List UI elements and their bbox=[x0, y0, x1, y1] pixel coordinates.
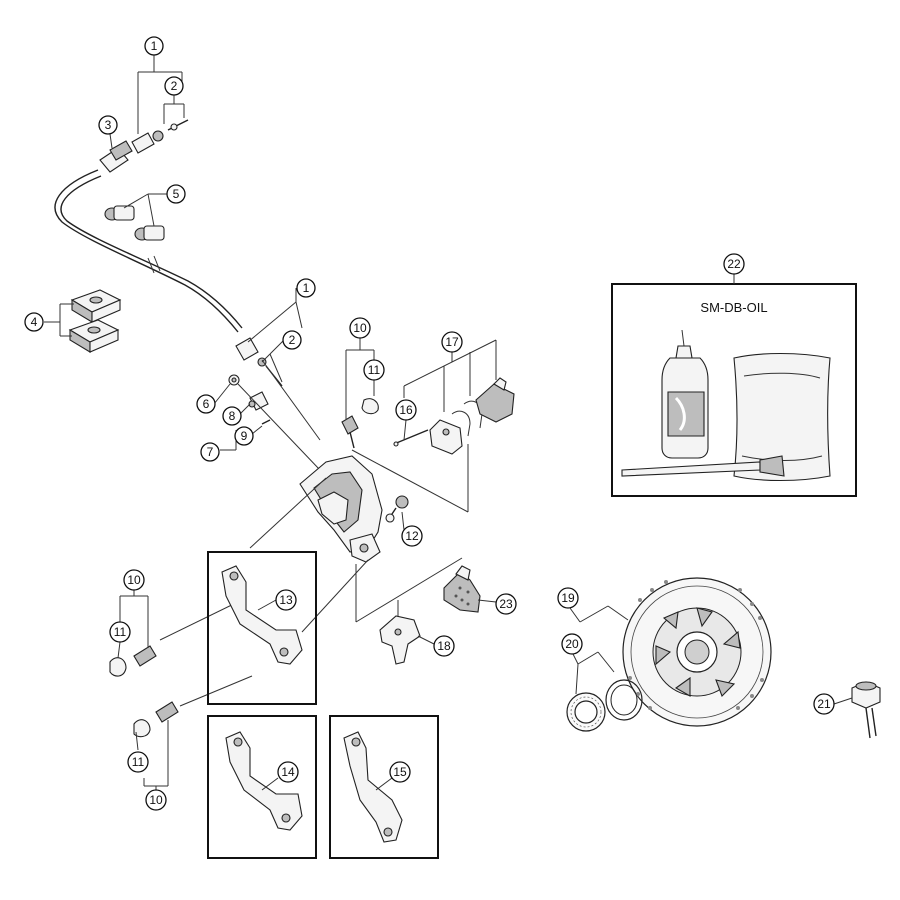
callout-11-left: 11 bbox=[109, 621, 131, 643]
callout-11-bottom: 11 bbox=[127, 751, 149, 773]
oil-bottle-icon bbox=[661, 329, 709, 459]
brake-caliper bbox=[299, 398, 409, 563]
hose-guide-part4 bbox=[68, 289, 122, 353]
svg-text:15: 15 bbox=[393, 765, 407, 779]
callout-9: 9 bbox=[234, 426, 254, 446]
svg-text:1: 1 bbox=[151, 39, 158, 53]
svg-text:5: 5 bbox=[173, 187, 180, 201]
mount-bolts-left bbox=[109, 645, 179, 738]
svg-text:6: 6 bbox=[203, 397, 210, 411]
callout-20: 20 bbox=[561, 633, 583, 655]
callout-5: 5 bbox=[166, 184, 186, 204]
callout-19: 19 bbox=[557, 587, 579, 609]
callout-11-top: 11 bbox=[363, 359, 385, 381]
hose-fittings-caliper bbox=[235, 337, 321, 441]
adapter-box-13 bbox=[207, 551, 317, 705]
svg-text:23: 23 bbox=[499, 597, 513, 611]
hose-clamp-part5 bbox=[104, 205, 165, 241]
callout-12: 12 bbox=[401, 525, 423, 547]
svg-text:8: 8 bbox=[229, 409, 236, 423]
callout-6: 6 bbox=[196, 394, 216, 414]
lockring-tool-part21 bbox=[851, 681, 881, 739]
callout-3: 3 bbox=[98, 115, 118, 135]
svg-text:4: 4 bbox=[31, 315, 38, 329]
mount-adapter-part15 bbox=[343, 731, 403, 843]
svg-text:9: 9 bbox=[241, 429, 248, 443]
callout-14: 14 bbox=[277, 761, 299, 783]
callout-1: 1 bbox=[144, 36, 164, 56]
svg-text:10: 10 bbox=[149, 793, 163, 807]
brake-hose bbox=[54, 169, 243, 333]
brake-rotor bbox=[622, 577, 772, 727]
adapter-box-14 bbox=[207, 715, 317, 859]
brake-pad-part23 bbox=[443, 565, 481, 613]
svg-text:19: 19 bbox=[561, 591, 575, 605]
brake-pads-set bbox=[393, 377, 515, 455]
callout-10-bottom: 10 bbox=[145, 789, 167, 811]
svg-text:11: 11 bbox=[114, 625, 127, 639]
callout-13: 13 bbox=[275, 589, 297, 611]
svg-text:14: 14 bbox=[281, 765, 295, 779]
svg-text:2: 2 bbox=[171, 79, 178, 93]
svg-text:10: 10 bbox=[353, 321, 367, 335]
mount-adapter-part13 bbox=[221, 565, 303, 665]
callout-1-caliper: 1 bbox=[296, 278, 316, 298]
oil-box-label: SM-DB-OIL bbox=[700, 300, 767, 315]
svg-text:1: 1 bbox=[303, 281, 310, 295]
callout-10-top: 10 bbox=[349, 317, 371, 339]
funnel-tube-icon bbox=[621, 455, 785, 477]
callout-17: 17 bbox=[441, 331, 463, 353]
callout-18: 18 bbox=[433, 635, 455, 657]
svg-text:16: 16 bbox=[399, 403, 413, 417]
svg-text:10: 10 bbox=[127, 573, 141, 587]
svg-text:21: 21 bbox=[817, 697, 831, 711]
callout-2-caliper: 2 bbox=[282, 330, 302, 350]
svg-text:2: 2 bbox=[289, 333, 296, 347]
callout-16: 16 bbox=[395, 399, 417, 421]
rotor-lockring-part20 bbox=[566, 679, 643, 732]
callout-10-left: 10 bbox=[123, 569, 145, 591]
callout-8: 8 bbox=[222, 406, 242, 426]
adapter-box-15 bbox=[329, 715, 439, 859]
svg-text:7: 7 bbox=[207, 445, 214, 459]
callout-15: 15 bbox=[389, 761, 411, 783]
svg-text:17: 17 bbox=[445, 335, 459, 349]
callout-22: 22 bbox=[723, 253, 745, 275]
svg-text:20: 20 bbox=[565, 637, 579, 651]
bleed-parts bbox=[228, 374, 321, 471]
svg-text:22: 22 bbox=[727, 257, 741, 271]
leader-lines bbox=[44, 55, 853, 796]
hose-fittings-top bbox=[99, 119, 189, 173]
svg-text:3: 3 bbox=[105, 118, 112, 132]
svg-text:18: 18 bbox=[437, 639, 451, 653]
callout-4: 4 bbox=[24, 312, 44, 332]
svg-text:11: 11 bbox=[132, 755, 145, 769]
callout-23: 23 bbox=[495, 593, 517, 615]
pad-spring-part18 bbox=[379, 600, 421, 665]
svg-text:13: 13 bbox=[279, 593, 293, 607]
callout-7: 7 bbox=[200, 442, 220, 462]
mount-adapter-part14 bbox=[225, 731, 303, 831]
svg-text:12: 12 bbox=[405, 529, 419, 543]
callout-2: 2 bbox=[164, 76, 184, 96]
callout-21: 21 bbox=[813, 693, 835, 715]
svg-text:11: 11 bbox=[368, 363, 381, 377]
oil-bag-icon bbox=[733, 352, 831, 482]
